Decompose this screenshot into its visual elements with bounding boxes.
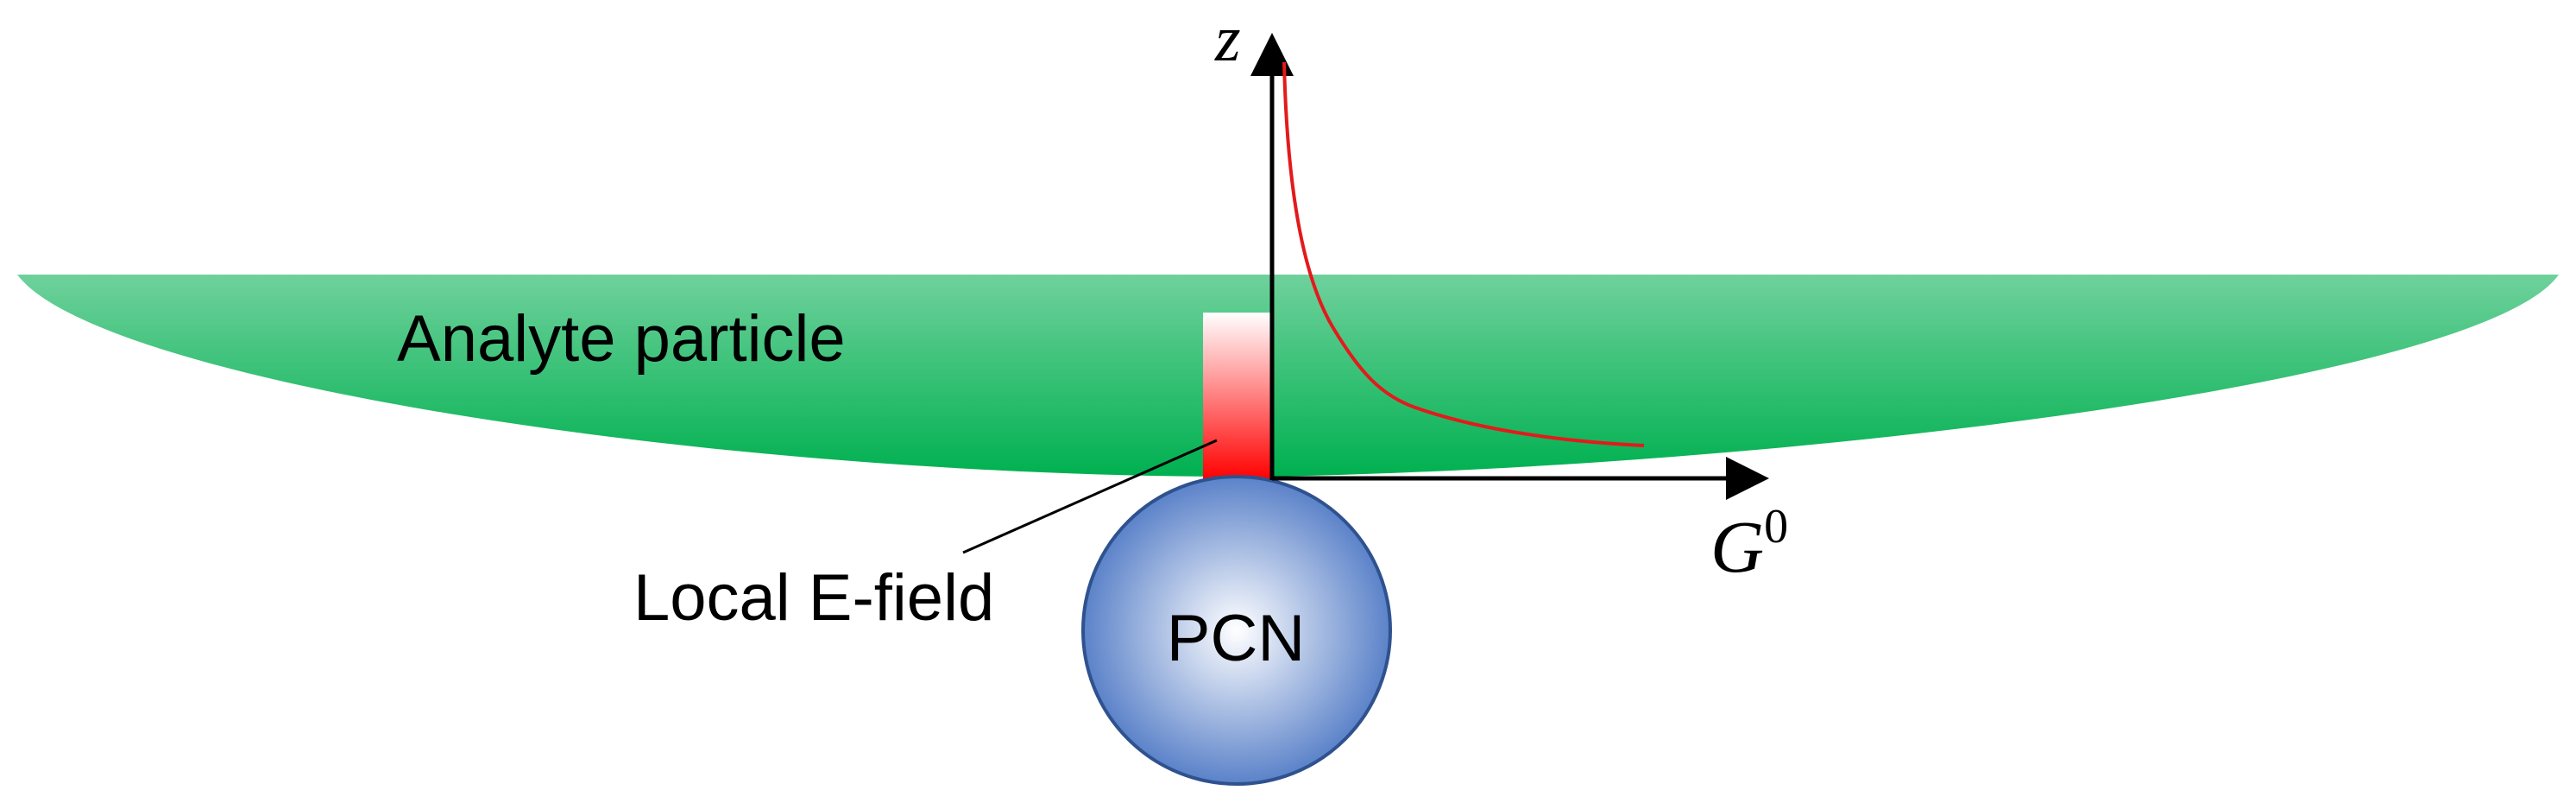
z-axis-label: z (1214, 3, 1241, 75)
local-efield-label: Local E-field (633, 561, 994, 635)
g0-axis-label: G0 (1710, 500, 1788, 588)
efield-leader-line (962, 439, 1218, 554)
pcn-sphere (1081, 475, 1392, 786)
decay-curve (1282, 61, 1645, 447)
g0-axis-label-superscript: 0 (1764, 500, 1788, 553)
pcn-label: PCN (1167, 602, 1305, 675)
local-efield-bar (1203, 313, 1270, 480)
g0-axis-label-base: G (1710, 505, 1764, 588)
analyte-particle-label: Analyte particle (397, 302, 846, 376)
analyte-particle-shape (17, 275, 2559, 477)
